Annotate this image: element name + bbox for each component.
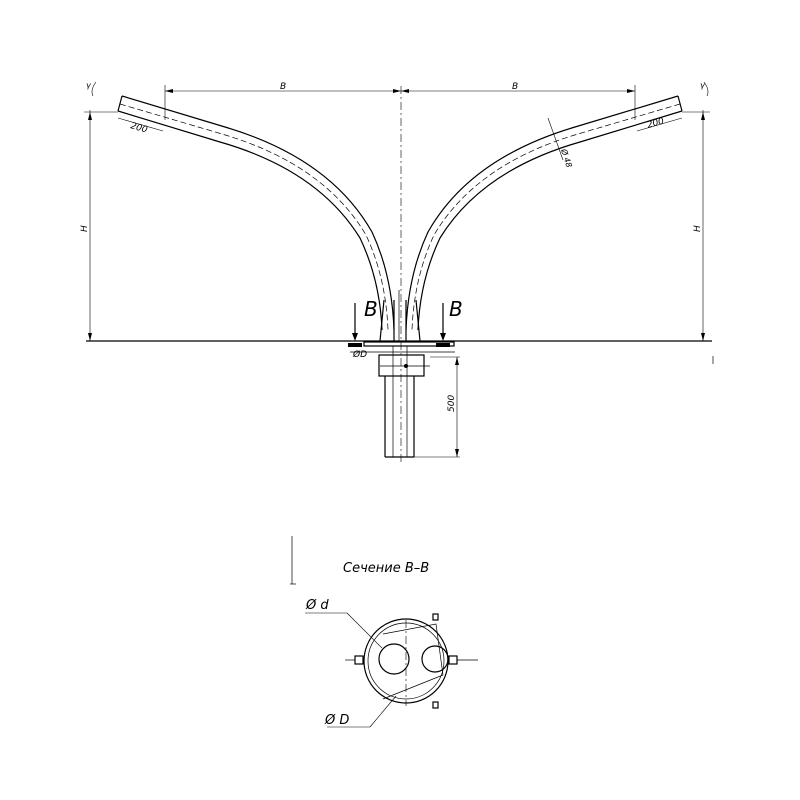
left-arm [117,95,395,331]
leader-d [305,612,383,649]
dimension-b [164,85,636,120]
dimension-h-left [84,110,118,341]
elevation-view: B B H H 200 200 γ γ [80,81,714,462]
section-mark-right [436,303,450,347]
dimension-h-right [682,110,710,341]
right-arm [405,95,683,331]
dim-500-label: 500 [447,395,457,412]
dim-h-left-label: H [80,225,90,232]
section-pipe-left [378,643,410,675]
dimension-500 [414,356,460,458]
section-view: Сечение B–B Ø d Ø D [290,536,478,728]
dim-b-left-label: B [280,82,286,92]
dimension-200-left [117,117,164,132]
leader-D [327,695,397,728]
base-block [350,341,455,377]
section-title: Сечение B–B [343,561,429,576]
section-d-label: Ø d [305,598,329,613]
embedded-pipe [384,346,415,458]
dim-b-right-label: B [512,82,518,92]
arm-diameter-label: Ø 48 [559,147,575,169]
dim-h-right-label: H [693,225,703,232]
angle-left-label: γ [86,81,92,90]
angle-right-label: γ [700,81,706,90]
section-mark-left [348,303,362,347]
dim-200-left-label: 200 [129,121,149,135]
section-D-label: Ø D [324,713,349,728]
section-pipe-right [421,645,449,673]
base-diameter-label: ØD [352,349,367,360]
dimension-200-right [636,117,683,132]
dim-200-right-label: 200 [646,116,666,130]
section-mark-right-label: B [449,297,463,321]
section-mark-left-label: B [364,297,378,321]
